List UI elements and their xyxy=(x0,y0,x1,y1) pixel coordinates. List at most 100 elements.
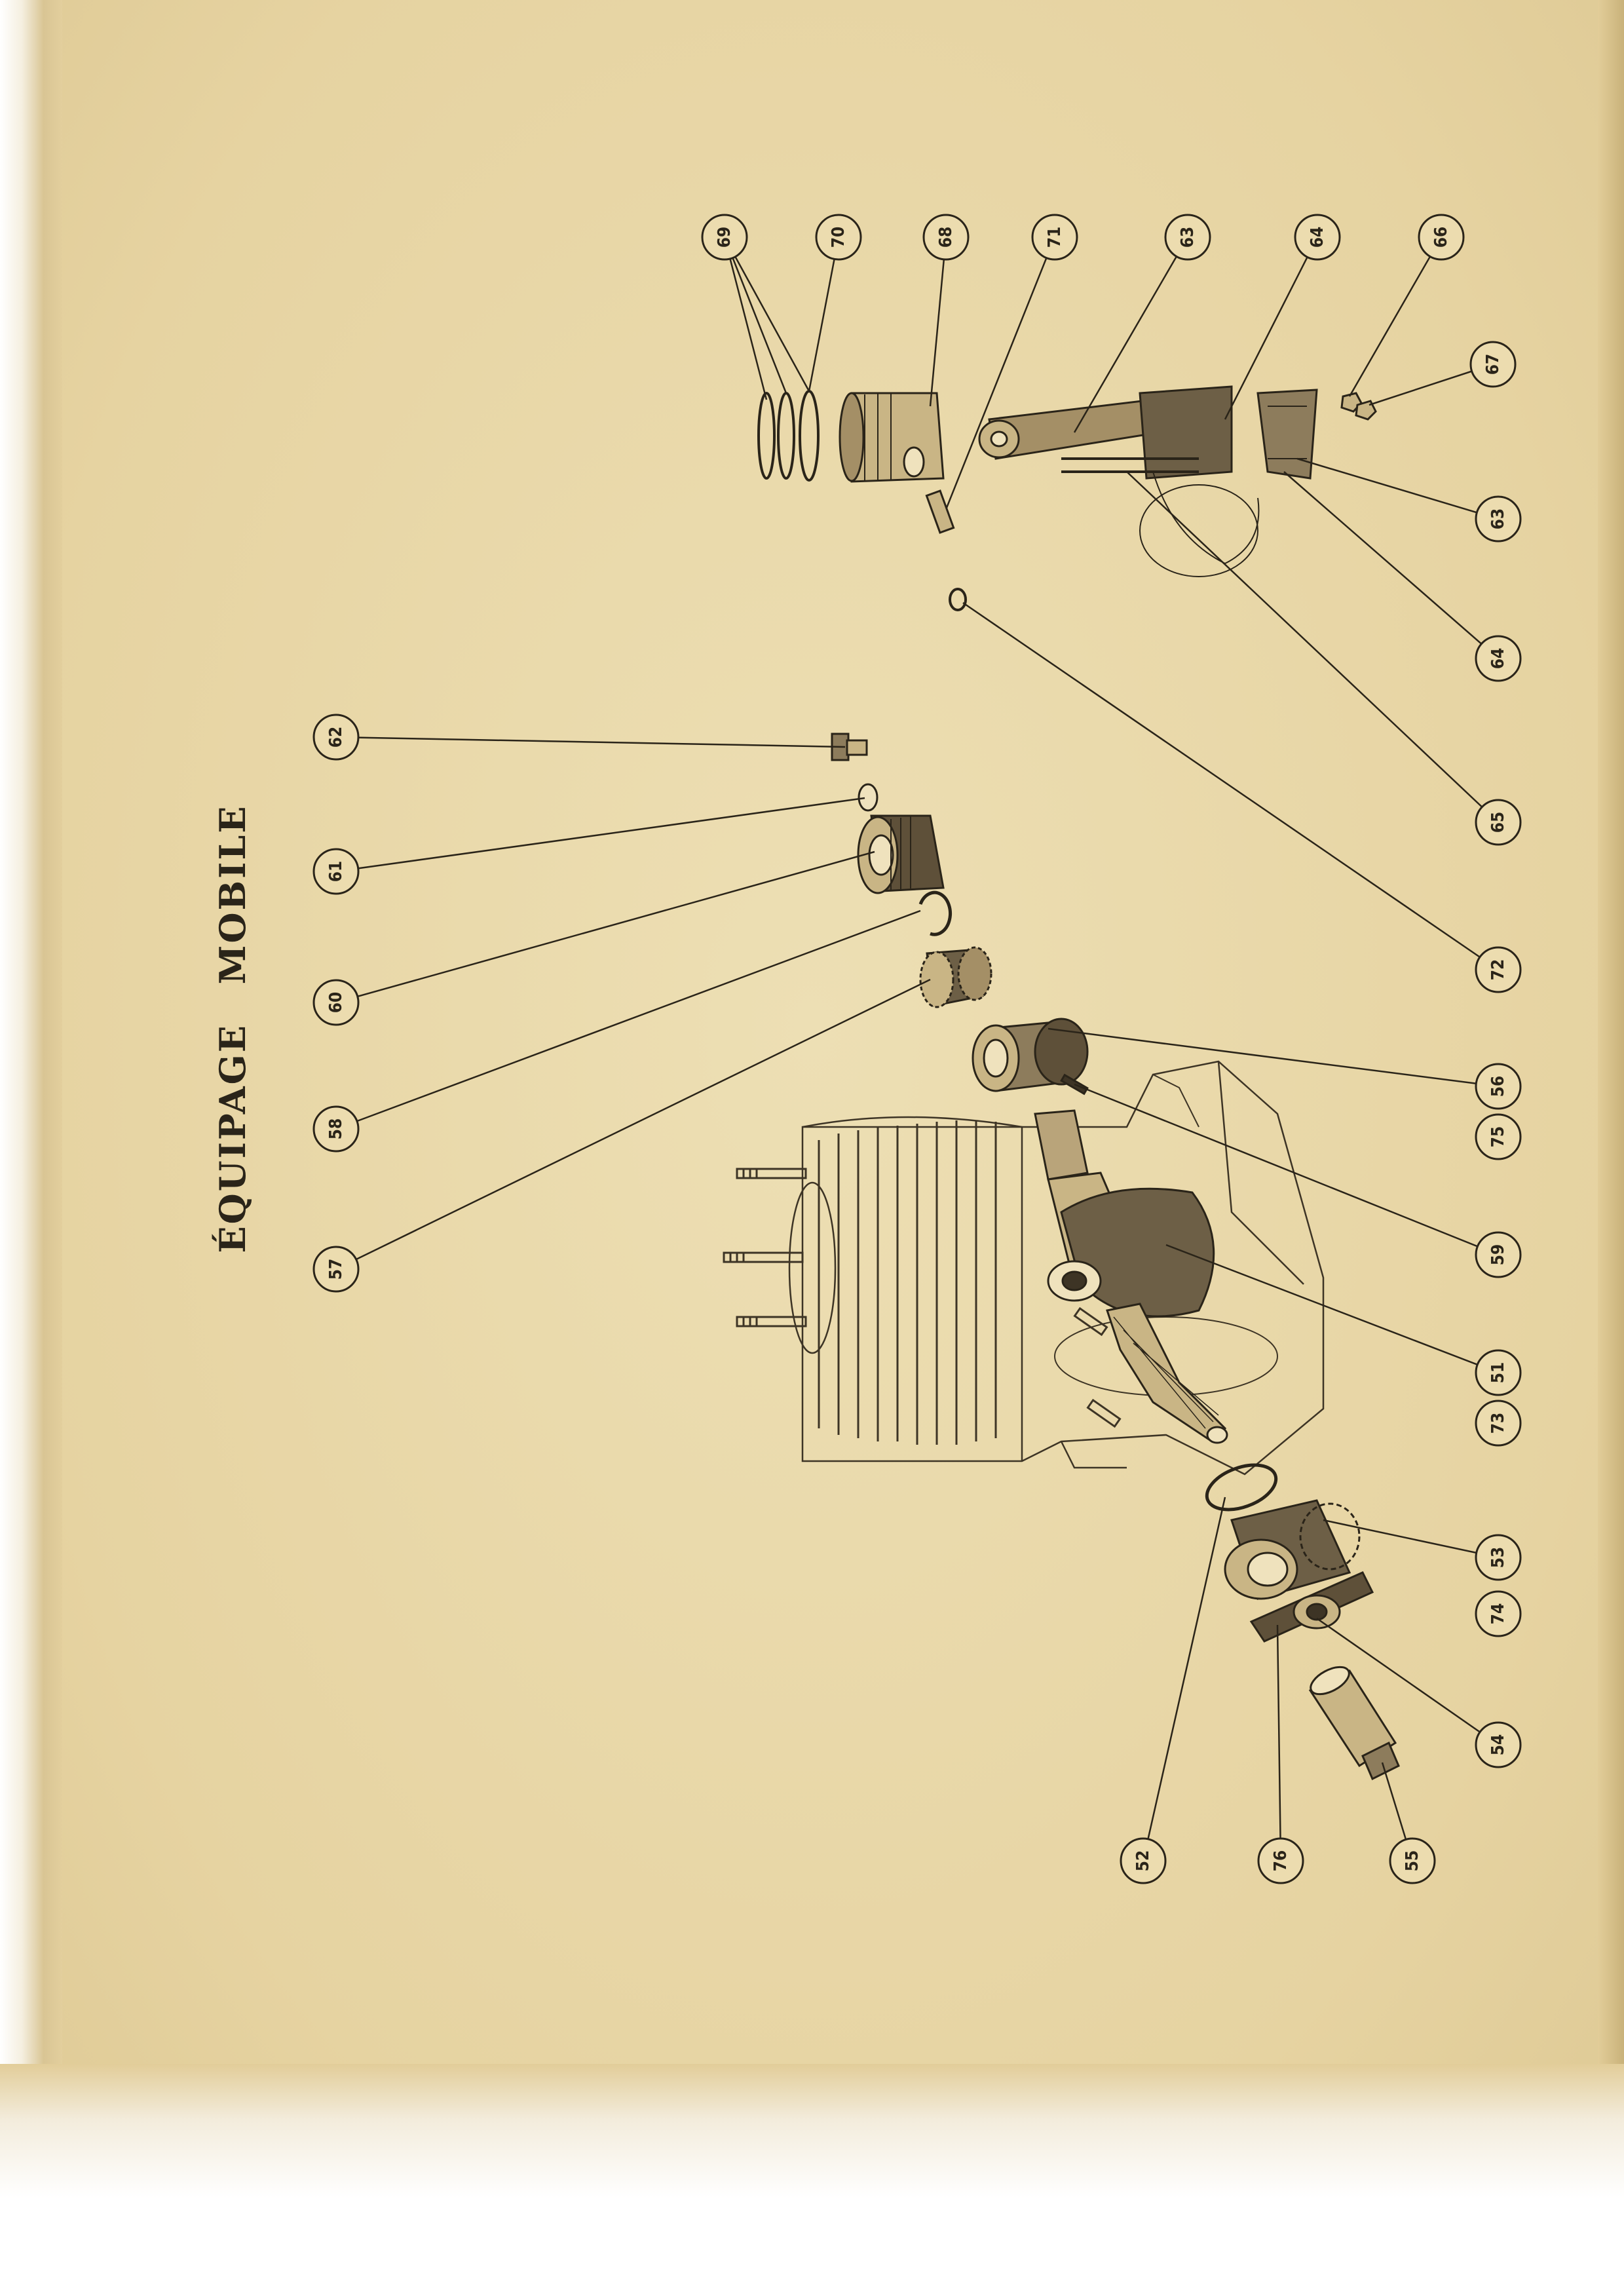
callout-circle xyxy=(1475,495,1522,543)
callout-circle xyxy=(1389,1837,1436,1884)
callout-74: 74 xyxy=(1475,1590,1522,1637)
callout-57: 57 xyxy=(312,1246,360,1293)
callout-55: 55 xyxy=(1389,1837,1436,1884)
callout-number: 70 xyxy=(829,227,848,248)
callout-circle xyxy=(1294,214,1341,261)
callout-circle xyxy=(312,1105,360,1153)
callout-59: 59 xyxy=(1475,1231,1522,1278)
callout-62: 62 xyxy=(312,714,360,761)
callout-54: 54 xyxy=(1475,1721,1522,1768)
piston-pin xyxy=(925,489,955,534)
piston xyxy=(839,392,945,483)
callout-58: 58 xyxy=(312,1105,360,1153)
callout-70: 70 xyxy=(815,214,862,261)
callout-number: 52 xyxy=(1133,1850,1153,1872)
callout-circle xyxy=(1475,1590,1522,1637)
connecting-rod xyxy=(978,385,1260,577)
callout-circle xyxy=(922,214,970,261)
callout-circle xyxy=(815,214,862,261)
callout-number: 72 xyxy=(1488,959,1508,981)
callout-69: 69 xyxy=(701,214,748,261)
callout-number: 64 xyxy=(1488,648,1508,670)
page-bottom-margin xyxy=(0,2064,1624,2288)
timing-gear xyxy=(919,946,992,1008)
callout-61: 61 xyxy=(312,848,360,895)
callout-circle xyxy=(1475,946,1522,993)
callout-circle xyxy=(1475,1721,1522,1768)
cylinder-fins xyxy=(788,1116,1023,1461)
bearing-53 xyxy=(1224,1499,1361,1600)
callout-number: 76 xyxy=(1271,1850,1291,1872)
callout-52: 52 xyxy=(1120,1837,1167,1884)
callout-76: 76 xyxy=(1257,1837,1304,1884)
rod-cap-64 xyxy=(1256,389,1318,480)
callout-number: 65 xyxy=(1488,812,1508,833)
callout-number: 56 xyxy=(1488,1076,1508,1097)
callout-circle xyxy=(312,1246,360,1293)
leader-lines xyxy=(335,237,1499,1861)
pin-clip-72 xyxy=(949,588,967,611)
callout-number: 63 xyxy=(1178,227,1198,248)
callout-circle xyxy=(1475,1231,1522,1278)
sleeve-55 xyxy=(1308,1666,1400,1781)
callout-circle xyxy=(1469,341,1517,388)
callout-number: 74 xyxy=(1488,1603,1508,1625)
callout-number: 53 xyxy=(1488,1547,1508,1569)
callout-number: 60 xyxy=(326,992,346,1014)
callout-number: 66 xyxy=(1431,227,1451,248)
callout-number: 51 xyxy=(1488,1362,1508,1384)
callout-circle xyxy=(312,848,360,895)
callout-number: 73 xyxy=(1488,1413,1508,1434)
callout-51: 51 xyxy=(1475,1349,1522,1396)
callout-71: 71 xyxy=(1031,214,1078,261)
callout-number: 64 xyxy=(1308,227,1327,248)
callout-63: 63 xyxy=(1475,495,1522,543)
callout-number: 75 xyxy=(1488,1126,1508,1148)
callout-number: 54 xyxy=(1488,1734,1508,1756)
page-right-edge xyxy=(1598,0,1624,2097)
callout-number: 68 xyxy=(936,227,956,248)
callout-circle xyxy=(1475,1400,1522,1447)
rod-nuts-66-67 xyxy=(1340,392,1377,421)
callout-number: 69 xyxy=(715,227,734,248)
flange-76 xyxy=(1249,1571,1374,1643)
washer-61 xyxy=(858,783,878,812)
callout-67: 67 xyxy=(1469,341,1517,388)
callout-64: 64 xyxy=(1294,214,1341,261)
callout-circle xyxy=(312,714,360,761)
callout-number: 67 xyxy=(1483,354,1503,375)
callout-number: 59 xyxy=(1488,1244,1508,1266)
piston-rings xyxy=(757,390,820,482)
cylinder-studs xyxy=(723,1168,1122,1428)
callout-75: 75 xyxy=(1475,1113,1522,1160)
callout-72: 72 xyxy=(1475,946,1522,993)
circlip-58 xyxy=(918,890,952,936)
callout-60: 60 xyxy=(312,979,360,1026)
callout-circle xyxy=(1418,214,1465,261)
callout-number: 58 xyxy=(326,1118,346,1140)
callout-circle xyxy=(1031,214,1078,261)
callout-number: 57 xyxy=(326,1259,346,1280)
callout-53: 53 xyxy=(1475,1534,1522,1581)
callout-65: 65 xyxy=(1475,799,1522,846)
callout-circle xyxy=(1475,1349,1522,1396)
callout-circle xyxy=(701,214,748,261)
callout-number: 55 xyxy=(1403,1850,1422,1872)
callout-circle xyxy=(1475,1534,1522,1581)
page-left-edge xyxy=(0,0,62,2288)
callout-73: 73 xyxy=(1475,1400,1522,1447)
callout-68: 68 xyxy=(922,214,970,261)
callout-number: 61 xyxy=(326,861,346,883)
bearing-56 xyxy=(972,1018,1089,1096)
callout-layer: 69 70 68 71 63 64 66 67 63 64 65 72 62 61 60 58 57 56 75 59… xyxy=(312,214,1522,1884)
callout-circle xyxy=(1475,799,1522,846)
callout-circle xyxy=(1475,635,1522,682)
callout-circle xyxy=(1475,1113,1522,1160)
crankshaft xyxy=(1034,1109,1228,1444)
callout-circle xyxy=(312,979,360,1026)
callout-number: 62 xyxy=(326,727,346,748)
callout-circle xyxy=(1120,1837,1167,1884)
circlip-52 xyxy=(1205,1463,1278,1512)
